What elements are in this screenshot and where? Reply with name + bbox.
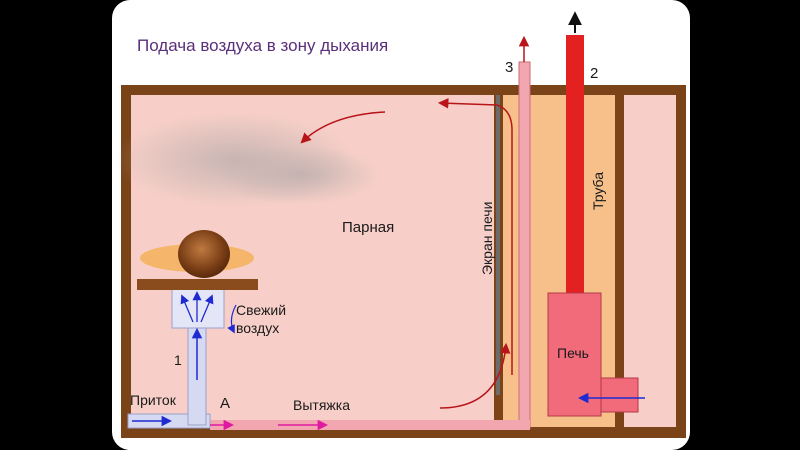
arrow-exhaust-up [439,342,511,409]
arrow-screen-up [437,98,513,375]
arrow-fresh-air-curl [227,304,237,334]
arrow-diffuser-right [200,294,214,323]
label-fresh-air-2: воздух [236,320,279,336]
label-steam-room: Парная [342,219,394,236]
arrow-ceiling-left [300,111,386,144]
exhaust-duct-3 [518,61,531,429]
label-stove: Печь [557,345,589,361]
label-fresh-air-1: Свежий [236,302,286,318]
label-stove-screen: Экран печи [479,202,495,275]
floor-exhaust-duct [210,420,530,430]
stove-screen [496,95,500,395]
inflow-diffuser [171,288,225,329]
diagram-title: Подача воздуха в зону дыхания [137,36,388,55]
chimney-pipe [566,35,584,295]
bench [137,279,258,290]
label-mark-3: 3 [505,59,513,76]
stove-air-intake [600,377,639,413]
label-inflow: Приток [130,392,177,408]
right-cavity [624,95,676,427]
label-exhaust: Вытяжка [293,397,350,413]
person-head [178,230,230,278]
steam-cloud-2 [220,145,380,205]
arrow-diffuser-left [180,294,194,323]
label-pipe: Труба [590,172,606,210]
label-mark-2: 2 [590,65,598,82]
label-mark-a: А [220,395,230,412]
label-mark-1: 1 [174,352,182,368]
stove-body [547,292,602,417]
